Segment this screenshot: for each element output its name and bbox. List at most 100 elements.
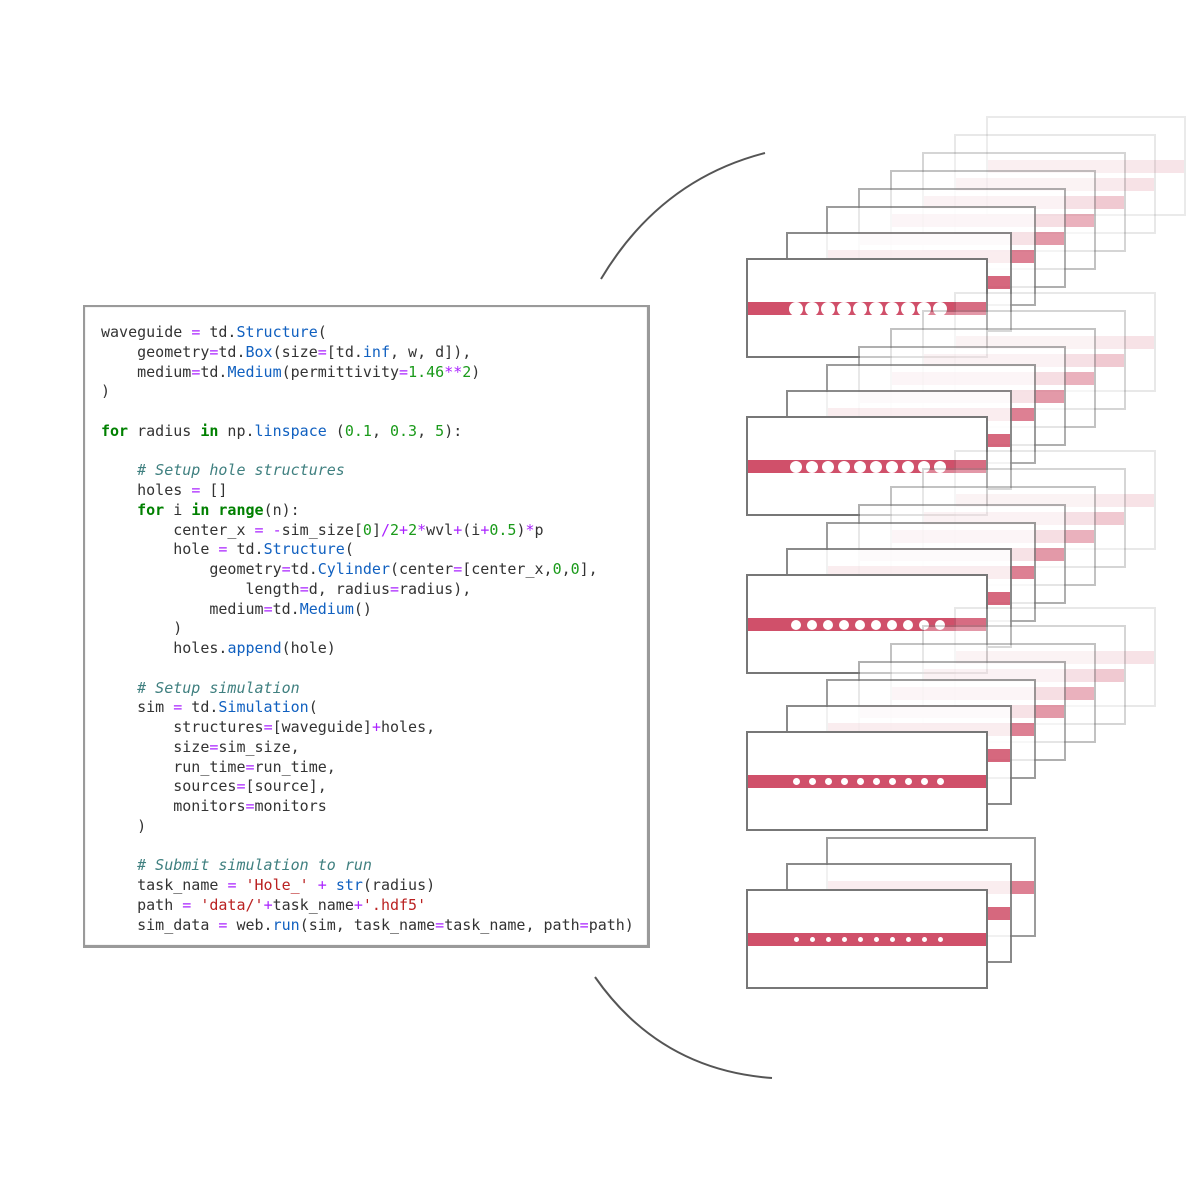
code-token-plain: ], bbox=[579, 560, 598, 578]
simulation-panel bbox=[746, 258, 988, 358]
code-token-fn: Box bbox=[245, 342, 273, 361]
code-token-op: = bbox=[245, 797, 255, 815]
hole bbox=[902, 460, 914, 473]
hole bbox=[789, 301, 803, 316]
code-token-fn: Structure bbox=[263, 540, 345, 559]
hole bbox=[870, 460, 882, 473]
code-token-plain: length bbox=[101, 579, 300, 598]
code-token-plain: [td. bbox=[326, 342, 363, 361]
code-token-fn: linspace bbox=[254, 421, 327, 440]
top-arc bbox=[600, 152, 766, 280]
code-token-plain: holes, bbox=[380, 718, 436, 736]
code-token-str: '.hdf5' bbox=[362, 895, 427, 914]
code-line: waveguide = td.Structure( bbox=[101, 323, 634, 343]
hole bbox=[857, 937, 863, 942]
code-token-plain: ] bbox=[371, 520, 381, 539]
hole bbox=[825, 937, 831, 942]
code-token-plain: run_time bbox=[101, 757, 246, 776]
code-line: monitors=monitors bbox=[101, 797, 634, 817]
code-token-plain: (n): bbox=[263, 500, 300, 519]
code-token-num: 1.46 bbox=[408, 362, 445, 381]
hole bbox=[793, 937, 799, 942]
code-token-plain: td. bbox=[182, 698, 219, 717]
code-token-plain: geometry bbox=[101, 342, 210, 361]
code-line: holes = [] bbox=[101, 481, 634, 501]
code-line: medium=td.Medium() bbox=[101, 600, 634, 620]
code-line: holes.append(hole) bbox=[101, 639, 634, 659]
code-token-op: * bbox=[525, 520, 535, 539]
hole bbox=[889, 937, 895, 942]
code-token-str: 'Hole_' bbox=[245, 876, 309, 894]
code-token-op: + bbox=[453, 520, 463, 539]
code-token-kw: range bbox=[218, 500, 264, 519]
code-token-kw: for bbox=[101, 421, 129, 440]
code-token-op: * bbox=[417, 520, 427, 539]
hole bbox=[934, 460, 946, 473]
hole bbox=[854, 460, 866, 473]
hole bbox=[935, 619, 945, 630]
hole bbox=[886, 460, 898, 473]
code-token-plain: waveguide bbox=[101, 323, 192, 341]
code-token-plain: ( bbox=[344, 540, 354, 559]
waveguide bbox=[956, 336, 1154, 349]
hole bbox=[824, 778, 832, 785]
code-token-plain: sources bbox=[101, 777, 237, 796]
hole bbox=[937, 937, 943, 942]
code-token-plain: td. bbox=[272, 599, 300, 618]
hole bbox=[885, 301, 899, 316]
code-token-fn: Medium bbox=[227, 362, 282, 381]
code-token-op: = bbox=[317, 342, 327, 361]
code-token-op: = bbox=[209, 342, 219, 361]
code-token-op: = bbox=[191, 362, 201, 381]
hole bbox=[809, 937, 815, 942]
code-line: # Setup hole structures bbox=[101, 461, 634, 481]
hole bbox=[838, 460, 850, 473]
code-token-num: 0 bbox=[552, 560, 562, 578]
code-token-fn: run bbox=[272, 915, 300, 934]
code-line: length=d, radius=radius), bbox=[101, 580, 634, 600]
code-token-op: + bbox=[480, 520, 490, 539]
code-line: sources=[source], bbox=[101, 777, 634, 797]
waveguide bbox=[748, 775, 986, 788]
code-token-num: 5 bbox=[435, 421, 445, 440]
code-token-plain: (i bbox=[462, 520, 481, 539]
code-token-plain: ( bbox=[317, 323, 327, 341]
code-token-plain: () bbox=[353, 599, 372, 618]
code-token-com: # Setup simulation bbox=[101, 678, 300, 697]
code-token-plain: web. bbox=[227, 915, 273, 934]
waveguide bbox=[748, 301, 986, 316]
code-token-op: = bbox=[390, 579, 400, 598]
code-token-plain: (size bbox=[272, 342, 318, 361]
code-line: geometry=td.Box(size=[td.inf, w, d]), bbox=[101, 343, 634, 363]
hole bbox=[821, 301, 835, 316]
code-token-plain: [] bbox=[200, 481, 228, 499]
code-token-op: = bbox=[299, 579, 309, 598]
code-token-plain: radius), bbox=[399, 579, 472, 598]
code-token-plain: d, radius bbox=[308, 579, 390, 598]
hole bbox=[921, 937, 927, 942]
code-token-op: ** bbox=[444, 362, 463, 381]
code-token-num: 0 bbox=[362, 520, 372, 539]
hole bbox=[917, 301, 931, 316]
code-token-num: 0.3 bbox=[390, 421, 418, 440]
waveguide bbox=[956, 651, 1154, 664]
code-token-plain: size bbox=[101, 737, 210, 756]
code-token-op: = bbox=[191, 481, 201, 499]
hole bbox=[871, 619, 881, 630]
code-token-plain: , bbox=[561, 560, 571, 578]
code-token-fn: Medium bbox=[299, 599, 354, 618]
code-token-plain: center_x bbox=[101, 520, 255, 539]
code-token-plain: sim bbox=[101, 698, 174, 717]
code-token-plain: path bbox=[101, 895, 183, 914]
code-line: path = 'data/'+task_name+'.hdf5' bbox=[101, 896, 634, 916]
hole bbox=[873, 937, 879, 942]
hole bbox=[936, 778, 944, 785]
code-token-fn: Cylinder bbox=[317, 560, 390, 578]
code-token-num: 2 bbox=[408, 520, 418, 539]
hole bbox=[808, 778, 816, 785]
code-token-plain: (center bbox=[390, 560, 454, 578]
waveguide bbox=[748, 460, 986, 473]
code-token-plain: (hole) bbox=[281, 639, 336, 657]
code-token-com: # Setup hole structures bbox=[101, 461, 345, 480]
code-token-op: = bbox=[209, 737, 219, 756]
